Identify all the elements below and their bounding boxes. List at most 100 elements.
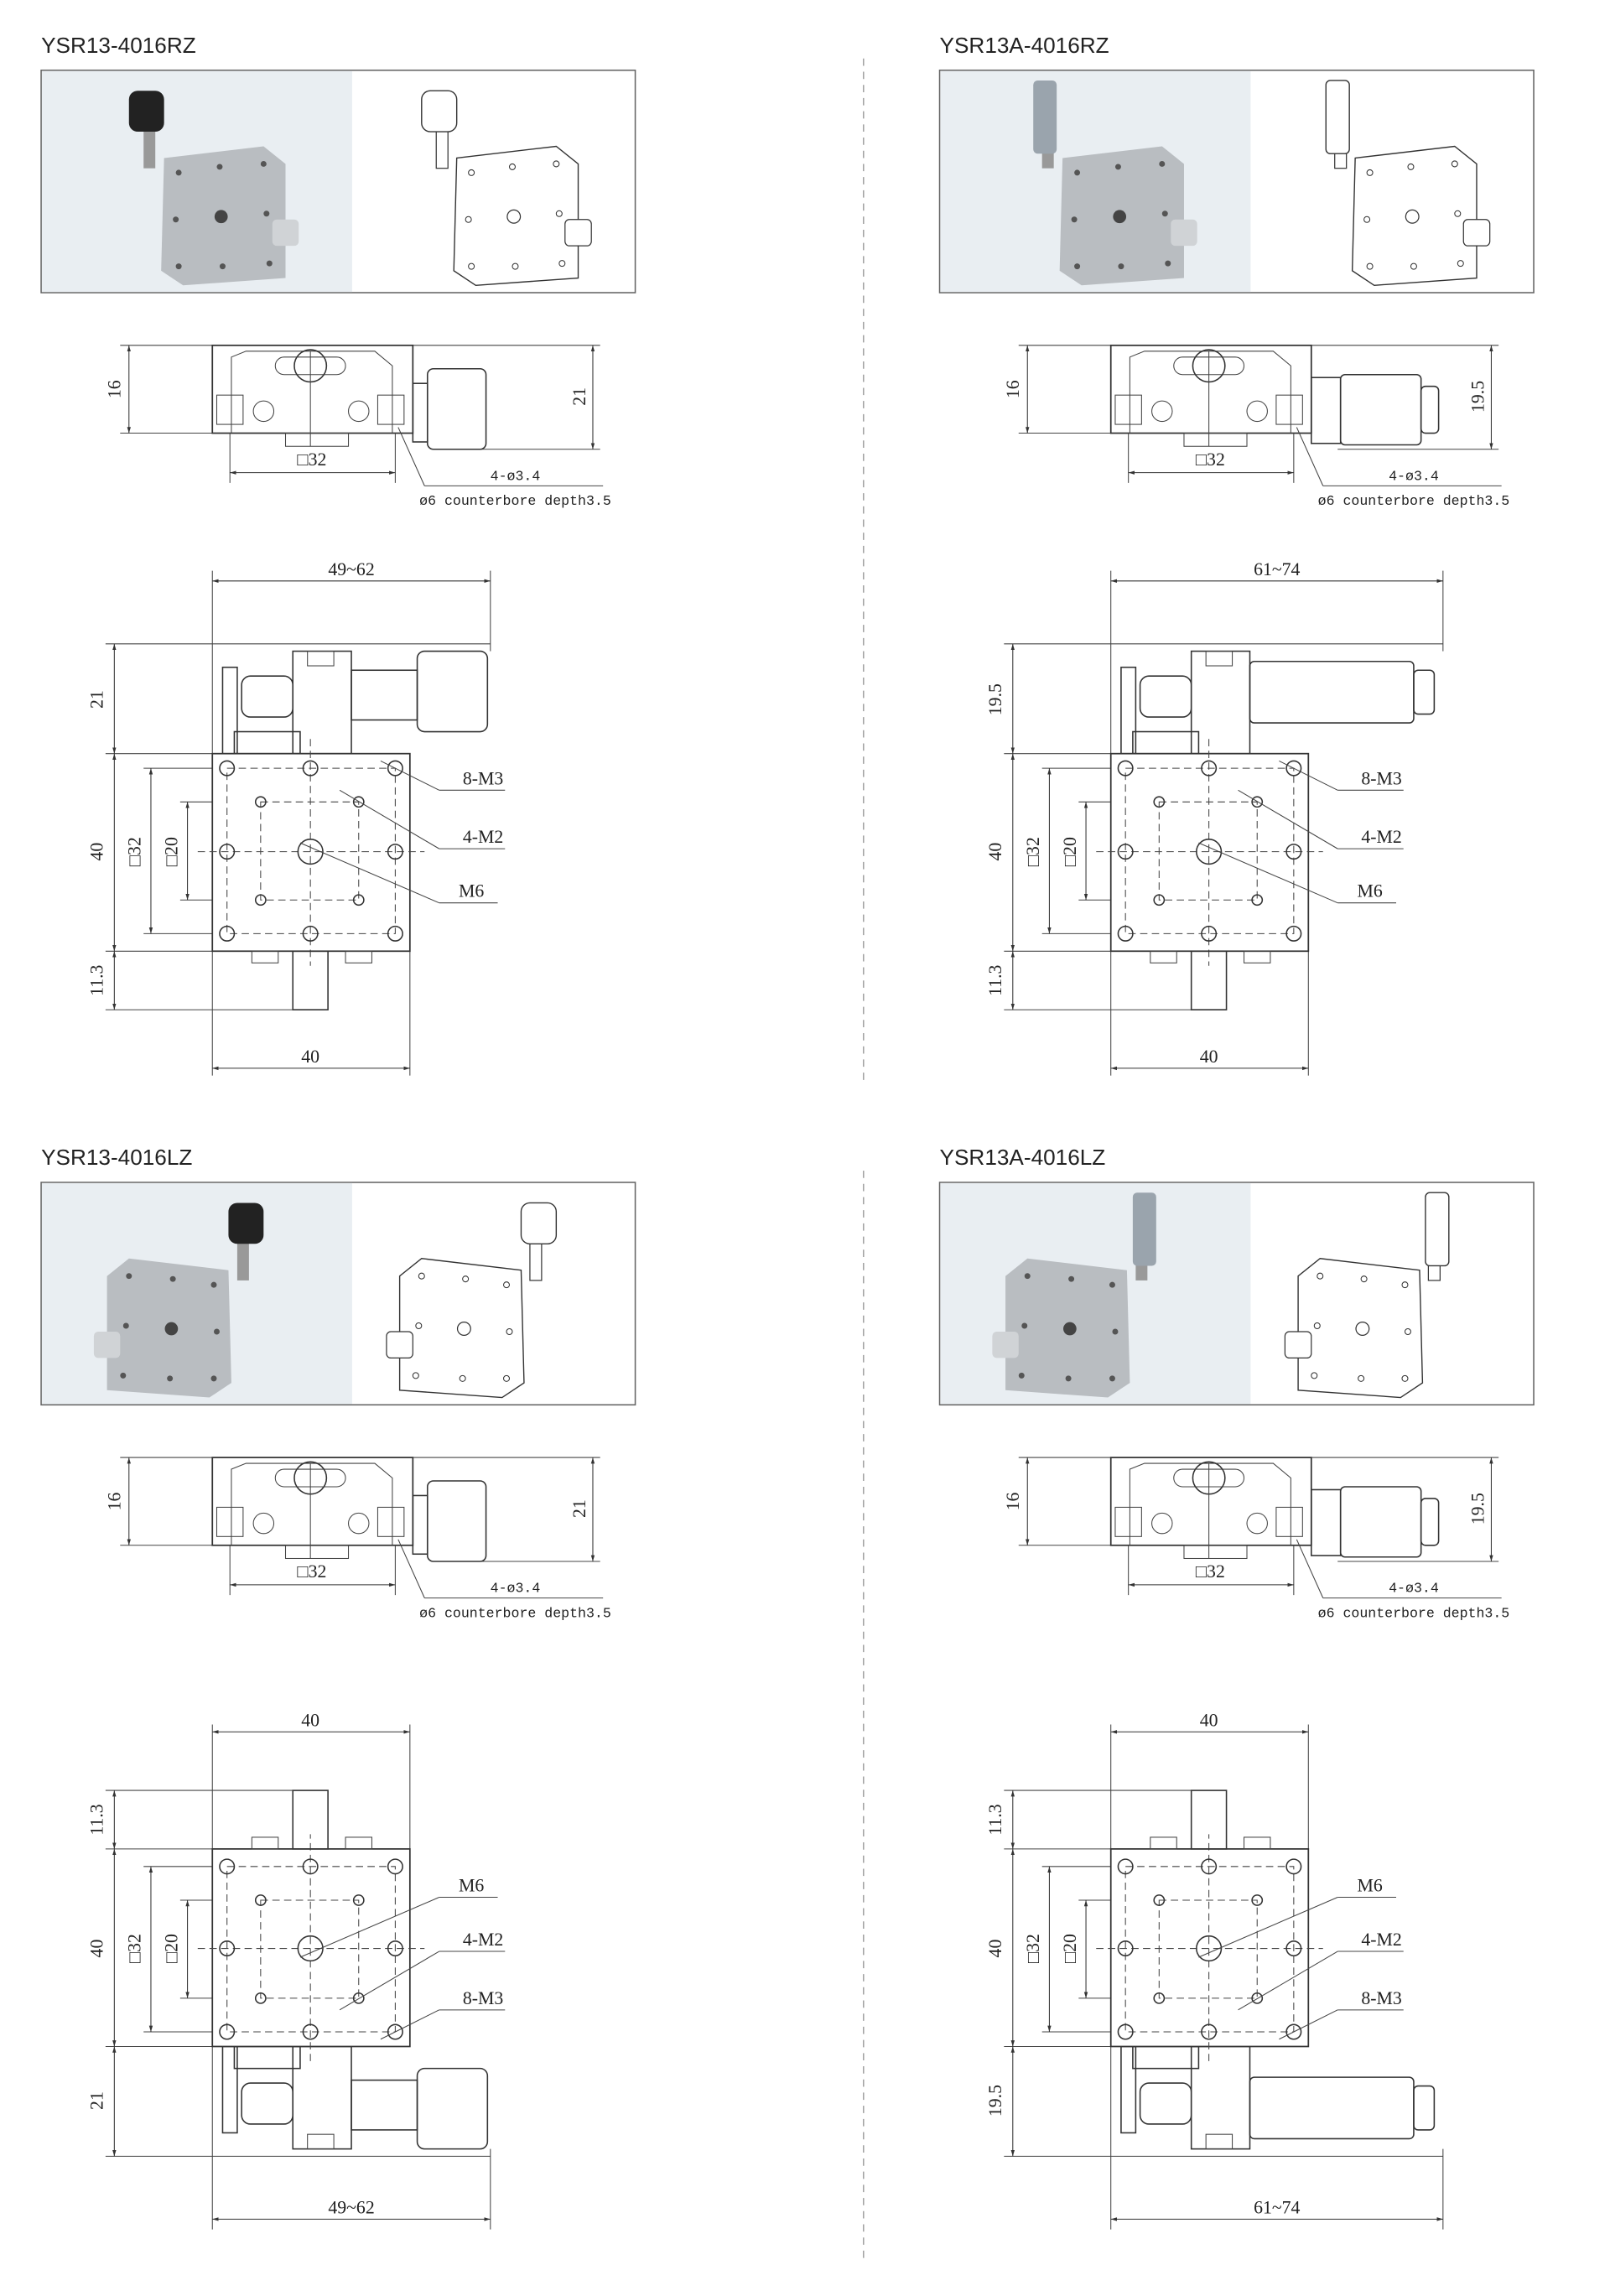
micrometer-thimble — [1339, 373, 1422, 446]
m3-hole — [387, 760, 403, 777]
note-holes: 4-ø3.4 — [491, 1581, 541, 1597]
hole-pattern-32 — [226, 1866, 396, 2033]
product-images — [938, 69, 1535, 293]
m2-hole — [352, 1992, 365, 2004]
mounting-hole — [1317, 1272, 1324, 1280]
m3-hole — [302, 2023, 319, 2040]
mounting-hole — [1074, 263, 1081, 270]
leader-m6 — [1198, 1896, 1338, 1958]
mounting-hole — [1112, 1328, 1119, 1335]
mounting-hole — [126, 1273, 132, 1280]
m3-hole — [1285, 1858, 1302, 1875]
adjustment-knob — [426, 367, 487, 450]
counterbore — [1275, 394, 1303, 425]
dimension-label-extension: 11.3 — [86, 964, 106, 995]
actuator-housing — [292, 650, 352, 755]
mounting-hole — [216, 164, 223, 170]
stage-body-side — [1109, 1457, 1312, 1546]
actuator-shaft — [143, 124, 156, 169]
m6-hole — [297, 839, 324, 865]
bottom-boss — [284, 433, 350, 447]
m3-hole — [1285, 1940, 1302, 1957]
actuator-base — [233, 730, 301, 755]
mounting-hole — [219, 263, 226, 270]
foot — [1243, 1836, 1271, 1850]
center-hole — [456, 1322, 471, 1336]
hole-pattern-32 — [226, 767, 396, 934]
bottom-boss — [1183, 1545, 1248, 1560]
mounting-hole — [1021, 1322, 1028, 1329]
mounting-hole — [1313, 1322, 1321, 1330]
dimension-label-height: 16 — [1003, 380, 1023, 398]
micrometer-head — [1425, 1192, 1450, 1267]
screw-head — [252, 400, 275, 423]
screw-head — [252, 1512, 275, 1535]
m2-hole — [1153, 1894, 1166, 1906]
m3-hole — [1285, 925, 1302, 942]
mounting-hole — [465, 216, 472, 223]
actuator-base — [1132, 2045, 1200, 2070]
label-m6: M6 — [459, 1875, 484, 1895]
dimension-label-square-20: □20 — [161, 837, 181, 866]
label-m3: 8-M3 — [1361, 1988, 1402, 2008]
center-hole — [1355, 1322, 1370, 1336]
counterbore — [1275, 1506, 1303, 1537]
dimension-label-body-width: 40 — [1200, 1047, 1218, 1067]
lock-screw — [1171, 219, 1197, 247]
adjustment-knob — [426, 1480, 487, 1562]
micrometer-ratchet — [1420, 385, 1440, 434]
m3-hole — [1201, 925, 1218, 942]
note-holes: 4-ø3.4 — [1389, 1581, 1439, 1597]
m2-hole — [1251, 796, 1264, 808]
lock-screw — [1190, 1790, 1228, 1850]
adjustment-knob — [128, 91, 164, 132]
leader-m3 — [380, 2009, 439, 2040]
note-counterbore: ø6 counterbore depth3.5 — [419, 493, 611, 509]
actuator-housing — [1190, 650, 1251, 755]
dimension-label-height: 16 — [104, 1492, 124, 1510]
dimension-label-square-32: □32 — [1023, 837, 1043, 866]
hole-pattern-32 — [1124, 767, 1295, 934]
m2-hole — [1153, 1992, 1166, 2004]
label-m3: 8-M3 — [1361, 768, 1402, 788]
mounting-hole — [1366, 262, 1374, 270]
label-m2: 4-M2 — [1361, 1930, 1401, 1950]
m3-hole — [302, 925, 319, 942]
actuator-housing — [292, 2045, 352, 2150]
lock-screw — [1462, 219, 1491, 247]
dimension-label-body-width: 40 — [301, 1710, 319, 1730]
lock-screw — [386, 1331, 413, 1359]
m6-hole — [1196, 839, 1223, 865]
mounting-hole — [210, 1375, 217, 1382]
dimension-label-actuator: 19.5 — [985, 683, 1005, 715]
label-m2: 4-M2 — [463, 1930, 503, 1950]
m3-hole — [219, 925, 236, 942]
mounting-hole — [1159, 160, 1166, 167]
foot — [1243, 950, 1271, 964]
housing-notch — [307, 2133, 335, 2150]
note-holes: 4-ø3.4 — [491, 468, 541, 484]
foot — [1150, 1836, 1177, 1850]
mounting-hole — [1366, 169, 1374, 176]
model-title: YSR13A-4016LZ — [940, 1145, 1106, 1170]
mounting-hole — [558, 260, 566, 268]
note-holes: 4-ø3.4 — [1389, 468, 1439, 484]
mounting-hole — [169, 1275, 176, 1282]
leader-m2 — [339, 1951, 440, 2011]
center-hole — [214, 210, 228, 224]
leader-m3 — [380, 760, 439, 791]
actuator-tip — [241, 675, 294, 718]
mounting-hole — [173, 216, 179, 223]
mounting-hole — [462, 1275, 470, 1283]
housing-notch — [1205, 651, 1233, 667]
dimension-label-square-20: □20 — [1060, 837, 1080, 866]
m3-hole — [1285, 760, 1302, 777]
m2-hole — [352, 1894, 365, 1906]
mounting-hole — [122, 1322, 129, 1329]
leader-line — [397, 427, 425, 486]
label-m3: 8-M3 — [463, 768, 504, 788]
